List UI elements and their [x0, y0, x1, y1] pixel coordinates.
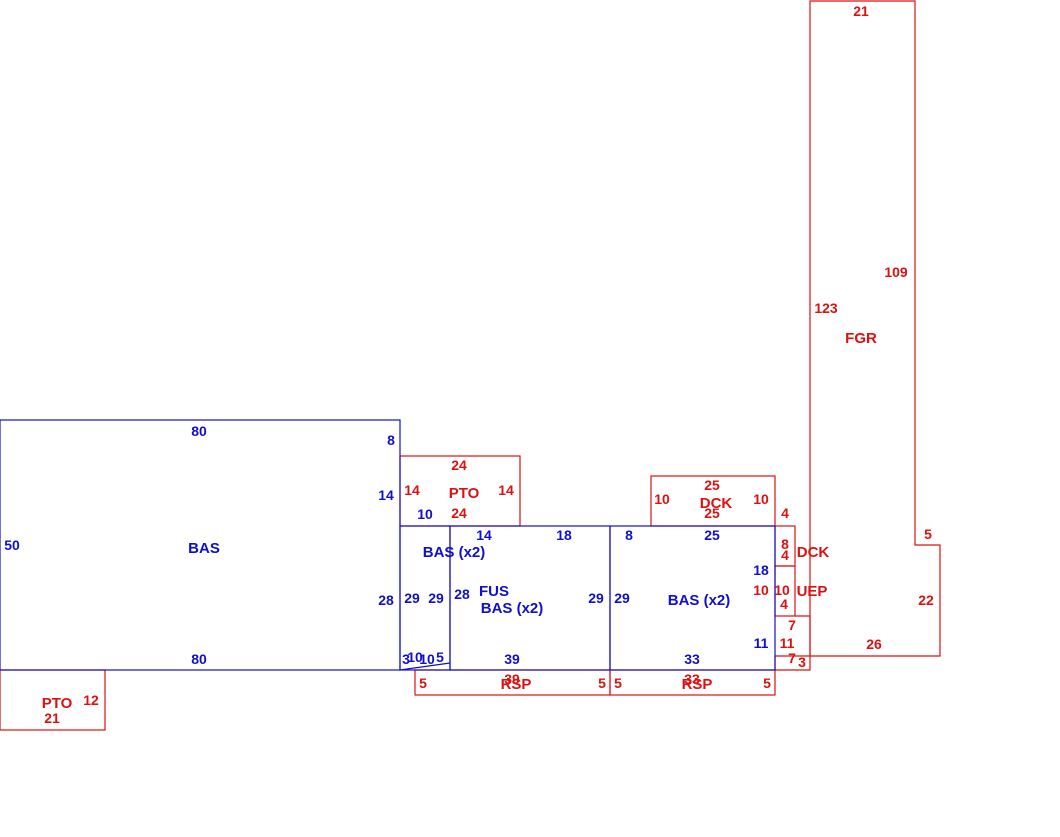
dimension-label: 7: [788, 650, 796, 666]
dimension-label: 29: [404, 590, 420, 606]
dimension-label: 18: [753, 562, 769, 578]
dimension-label: 4: [781, 505, 789, 521]
dimension-label: 25: [704, 505, 720, 521]
dimension-label: 10: [419, 651, 435, 667]
dimension-label: 10: [753, 491, 769, 507]
area-label: BAS (x2): [668, 592, 731, 609]
dimension-label: 5: [924, 526, 932, 542]
dimension-label: 14: [498, 482, 514, 498]
dimension-label: 4: [781, 547, 789, 563]
area-label: DCK: [797, 544, 830, 561]
dimension-label: 10: [654, 491, 670, 507]
area-label: FGR: [845, 330, 877, 347]
dimension-label: 33: [684, 671, 700, 687]
area-labels: BAS PTO BAS (x2) FUS BAS (x2) BAS (x2) D…: [42, 330, 877, 712]
dimension-labels: 80 8 14 50 28 80 10 29 29 28 14 18 29 39…: [4, 3, 934, 726]
dimension-label: 5: [598, 675, 606, 691]
dimension-label: 22: [918, 592, 934, 608]
dimension-label: 25: [704, 477, 720, 493]
dimension-label: 12: [83, 692, 99, 708]
dimension-label: 24: [451, 457, 467, 473]
other-area-outlines: [0, 0, 941, 731]
dimension-label: 80: [191, 651, 207, 667]
dimension-label: 10: [417, 506, 433, 522]
dimension-label: 3: [402, 651, 410, 667]
dimension-label: 8: [781, 536, 789, 552]
area-label: BAS: [188, 540, 220, 557]
dimension-label: 21: [44, 710, 60, 726]
area-label: BAS (x2): [423, 544, 486, 561]
dimension-label: 50: [4, 537, 20, 553]
dimension-label: 33: [684, 651, 700, 667]
dimension-label: 5: [436, 649, 444, 665]
dimension-label: 123: [814, 300, 838, 316]
area-label: PTO: [42, 695, 73, 712]
dimension-label: 10: [774, 582, 790, 598]
dimension-label: 14: [476, 527, 492, 543]
dimension-label: 7: [788, 617, 796, 633]
dimension-label: 10: [407, 649, 423, 665]
dimension-label: 39: [504, 651, 520, 667]
dimension-label: 5: [763, 675, 771, 691]
area-label: BAS (x2): [481, 600, 544, 617]
area-label: RSP: [501, 676, 532, 693]
dimension-label: 80: [191, 423, 207, 439]
dimension-label: 109: [884, 264, 908, 280]
fgr-outline: [809, 0, 941, 657]
area-label: UEP: [797, 583, 828, 600]
area-label: FUS: [479, 583, 509, 600]
dimension-label: 29: [614, 590, 630, 606]
dimension-label: 25: [704, 527, 720, 543]
dimension-label: 28: [378, 592, 394, 608]
area-label: PTO: [449, 485, 480, 502]
dimension-label: 3: [798, 654, 806, 670]
dimension-label: 14: [378, 487, 394, 503]
living-area-outlines: [0, 419, 776, 671]
dimension-label: 14: [404, 482, 420, 498]
dimension-label: 5: [614, 675, 622, 691]
dimension-label: 11: [754, 635, 769, 651]
dimension-label: 8: [625, 527, 633, 543]
area-label: RSP: [682, 676, 713, 693]
dimension-label: 8: [387, 432, 395, 448]
dimension-label: 21: [853, 3, 869, 19]
bas-x2-left-diagonal: [399, 662, 451, 671]
dimension-label: 24: [451, 505, 467, 521]
dimension-label: 4: [780, 596, 788, 612]
dimension-label: 29: [588, 590, 604, 606]
dimension-label: 26: [866, 636, 882, 652]
bas-x2-right-outline: [609, 525, 776, 671]
dimension-label: 28: [454, 586, 470, 602]
dimension-label: 29: [428, 590, 444, 606]
dimension-label: 10: [753, 582, 769, 598]
dimension-label: 11: [780, 635, 795, 651]
dimension-label: 18: [556, 527, 572, 543]
area-label: DCK: [700, 495, 733, 512]
dimension-label: 39: [504, 671, 520, 687]
dimension-label: 5: [419, 675, 427, 691]
